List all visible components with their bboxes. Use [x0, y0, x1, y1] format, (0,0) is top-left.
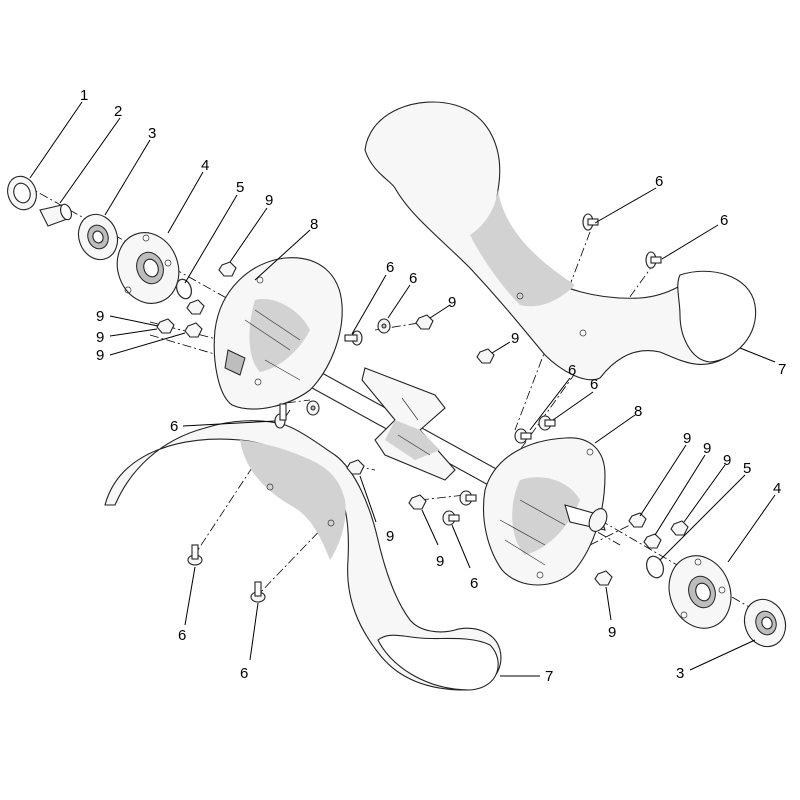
callout-9: 9 — [683, 430, 691, 447]
center-plate — [361, 367, 456, 481]
nuts — [156, 261, 689, 586]
callout-9: 9 — [386, 528, 394, 545]
nut-9 — [415, 314, 434, 330]
callout-9: 9 — [723, 452, 731, 469]
nut-9 — [156, 318, 175, 334]
hub-parts-right — [645, 555, 787, 648]
callout-9: 9 — [265, 192, 273, 209]
callout-9: 9 — [511, 330, 519, 347]
callout-6: 6 — [568, 362, 576, 379]
callout-9: 9 — [448, 294, 456, 311]
nut-9 — [670, 520, 689, 536]
callout-2: 2 — [114, 103, 122, 120]
callout-labels: 1 2 3 4 5 6 6 6 6 6 6 6 6 6 6 6 7 7 8 8 … — [80, 87, 786, 685]
callout-1: 1 — [80, 87, 88, 104]
callout-9: 9 — [96, 329, 104, 346]
callout-6: 6 — [178, 627, 186, 644]
callout-9: 9 — [96, 347, 104, 364]
callout-9: 9 — [436, 553, 444, 570]
callout-9: 9 — [96, 308, 104, 325]
tine-lower-left — [104, 420, 502, 691]
callout-6: 6 — [655, 173, 663, 190]
leader-lines — [29, 101, 776, 677]
bolt-6 — [538, 415, 556, 431]
callout-4: 4 — [201, 157, 209, 174]
bolt-6 — [187, 544, 203, 566]
bolt-6 — [377, 318, 391, 334]
nut-9 — [628, 512, 647, 528]
bolt-6 — [344, 330, 363, 346]
callout-6: 6 — [386, 259, 394, 276]
callout-6: 6 — [240, 665, 248, 682]
callout-9: 9 — [703, 440, 711, 457]
bolts — [187, 213, 662, 603]
bolt-6 — [274, 403, 287, 429]
bolt-6 — [514, 428, 532, 444]
flange-plate-left — [213, 257, 343, 410]
nut-9 — [408, 494, 427, 510]
callout-6: 6 — [409, 270, 417, 287]
callout-6: 6 — [170, 418, 178, 435]
flange-plate-right — [482, 437, 608, 586]
nut-9 — [346, 459, 365, 475]
nut-9 — [594, 570, 613, 586]
callout-9: 9 — [608, 624, 616, 641]
callout-7: 7 — [778, 361, 786, 378]
nut-9 — [218, 261, 237, 277]
callout-6: 6 — [720, 212, 728, 229]
callout-6: 6 — [470, 575, 478, 592]
bolt-6 — [442, 510, 460, 526]
bolt-6 — [306, 400, 320, 416]
tine-upper-right — [364, 101, 757, 381]
callout-5: 5 — [743, 460, 751, 477]
bolt-6 — [459, 490, 477, 506]
callout-3: 3 — [148, 125, 156, 142]
nut-9 — [184, 322, 203, 338]
hub-parts-left — [7, 175, 193, 304]
bolt-6 — [645, 251, 662, 269]
callout-4: 4 — [773, 480, 781, 497]
callout-6: 6 — [590, 376, 598, 393]
callout-3: 3 — [676, 665, 684, 682]
bolt-6 — [582, 213, 599, 231]
nut-9 — [186, 299, 205, 315]
nut-9 — [643, 533, 662, 549]
callout-8: 8 — [634, 403, 642, 420]
callout-8: 8 — [310, 216, 318, 233]
callout-7: 7 — [545, 668, 553, 685]
callout-5: 5 — [236, 179, 244, 196]
nut-9 — [476, 348, 495, 364]
bolt-6 — [250, 581, 266, 603]
